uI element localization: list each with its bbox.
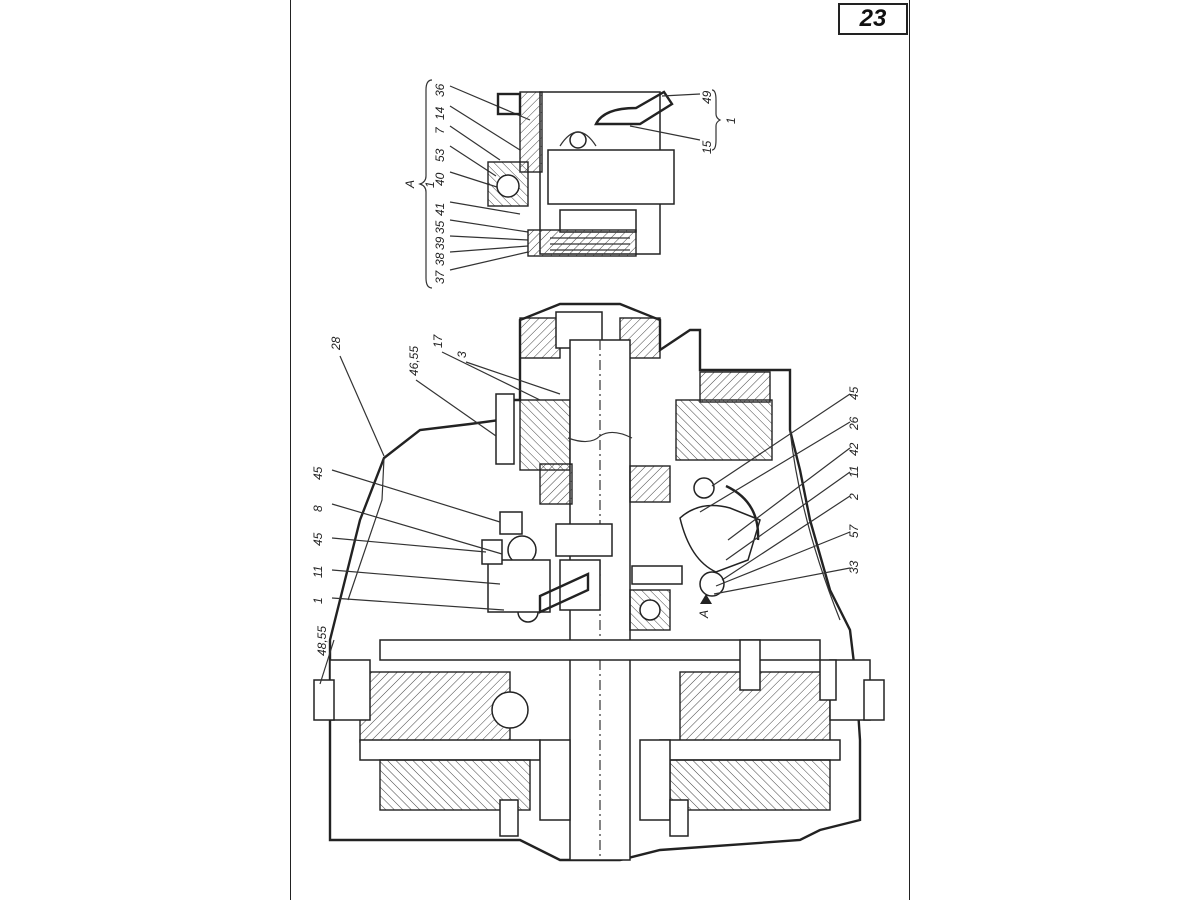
right-leaders bbox=[629, 93, 701, 141]
pressure-plate bbox=[379, 639, 821, 661]
pin-hole bbox=[569, 131, 587, 149]
label-33: 33 bbox=[847, 560, 861, 574]
seal-right bbox=[669, 799, 689, 837]
detail-label-37: 37 bbox=[433, 269, 447, 284]
lever-arc bbox=[725, 484, 760, 541]
bolt-far-right bbox=[863, 679, 885, 721]
detail-label-38: 38 bbox=[433, 252, 447, 266]
housing-inner-wall bbox=[347, 457, 385, 601]
main-leaders-left bbox=[319, 351, 561, 685]
bolt-fork-top bbox=[499, 511, 523, 535]
detail-view-a: A 1 37 38 39 35 41 40 53 7 14 36 bbox=[403, 79, 738, 289]
sleeve-body bbox=[547, 149, 675, 205]
label-11-right: 11 bbox=[847, 466, 861, 478]
label-57: 57 bbox=[847, 523, 861, 538]
label-42: 42 bbox=[847, 442, 861, 456]
label-1-left: 1 bbox=[311, 597, 325, 604]
detail-label-14: 14 bbox=[433, 106, 447, 120]
lever-pin-bottom bbox=[699, 571, 725, 597]
clutch-disc-left bbox=[359, 739, 541, 761]
label-48-55: 48,55 bbox=[315, 626, 329, 656]
main-leaders-right bbox=[699, 393, 851, 595]
label-28: 28 bbox=[329, 336, 343, 351]
label-46-55-top: 46,55 bbox=[407, 346, 421, 376]
bolt-right bbox=[819, 659, 837, 701]
clutch-housing bbox=[328, 302, 862, 862]
bearing-cover-left bbox=[519, 399, 571, 471]
detail-brace-label: 1 bbox=[423, 181, 437, 188]
fork-arm bbox=[538, 572, 590, 614]
detail-label-35: 35 bbox=[433, 220, 447, 234]
label-26: 26 bbox=[847, 416, 861, 431]
lever-eye bbox=[559, 131, 597, 147]
detail-label-40: 40 bbox=[433, 172, 447, 186]
seal-section bbox=[527, 229, 637, 257]
right-brace-number: 1 bbox=[724, 117, 738, 124]
label-45-right: 45 bbox=[847, 386, 861, 400]
detail-brace bbox=[418, 79, 433, 289]
lever-rod bbox=[631, 565, 683, 585]
hub-bolt-right bbox=[639, 739, 671, 821]
flywheel-web-right bbox=[669, 759, 831, 811]
page-number: 23 bbox=[838, 3, 908, 35]
label-11-left: 11 bbox=[311, 566, 325, 578]
upper-bolt bbox=[495, 393, 515, 465]
clutch-disc-right bbox=[659, 739, 841, 761]
section-arrow-icon bbox=[700, 594, 712, 604]
sleeve-hub bbox=[559, 209, 637, 233]
label-17: 17 bbox=[431, 333, 445, 348]
spring-pin-right bbox=[739, 639, 761, 691]
label-3: 3 bbox=[455, 351, 469, 358]
spring-seat-right bbox=[629, 465, 671, 503]
housing-inner-wall-right bbox=[789, 429, 841, 621]
detail-leaders bbox=[449, 85, 531, 271]
detail-label-53: 53 bbox=[433, 148, 447, 162]
release-sleeve bbox=[555, 523, 613, 557]
detail-label-36: 36 bbox=[433, 83, 447, 97]
bolt-head bbox=[496, 92, 522, 116]
bolt-far-left bbox=[313, 679, 335, 721]
clutch-hub-ring bbox=[491, 691, 529, 729]
label-45-left-mid: 45 bbox=[311, 532, 325, 546]
spring-seat-left bbox=[539, 463, 573, 505]
seal-left bbox=[499, 799, 519, 837]
section-marker-a: A bbox=[697, 610, 711, 619]
boss-left bbox=[519, 317, 561, 359]
detail-title: A bbox=[403, 180, 417, 189]
pilot-bearing-ball bbox=[639, 599, 661, 621]
label-2: 2 bbox=[847, 493, 861, 501]
main-view-labels-left: 28 46,55 17 3 45 8 45 11 1 48,55 bbox=[311, 333, 469, 656]
main-view-labels-right: 45 26 42 11 2 57 33 A bbox=[697, 386, 861, 619]
seal-grooves bbox=[550, 237, 630, 251]
label-8: 8 bbox=[311, 505, 325, 512]
lever-pin-top bbox=[693, 477, 715, 499]
label-45-left-top: 45 bbox=[311, 466, 325, 480]
main-assembly-view bbox=[313, 302, 885, 862]
bearing-cover-right bbox=[675, 399, 773, 461]
detail-label-15: 15 bbox=[700, 140, 714, 154]
bearing-ball bbox=[496, 174, 520, 198]
drawing-sheet bbox=[290, 0, 910, 900]
detail-label-49: 49 bbox=[700, 90, 714, 104]
fork-finger bbox=[594, 90, 674, 126]
hub-bolt-left bbox=[539, 739, 571, 821]
detail-label-41: 41 bbox=[433, 203, 447, 216]
flange-section bbox=[519, 91, 543, 173]
shift-lever-right bbox=[679, 504, 761, 573]
upper-rib bbox=[699, 371, 771, 403]
housing-flange-left bbox=[329, 659, 371, 721]
flywheel-left bbox=[359, 671, 511, 743]
detail-label-39: 39 bbox=[433, 236, 447, 250]
right-brace bbox=[711, 89, 722, 151]
detail-label-7: 7 bbox=[433, 126, 447, 134]
